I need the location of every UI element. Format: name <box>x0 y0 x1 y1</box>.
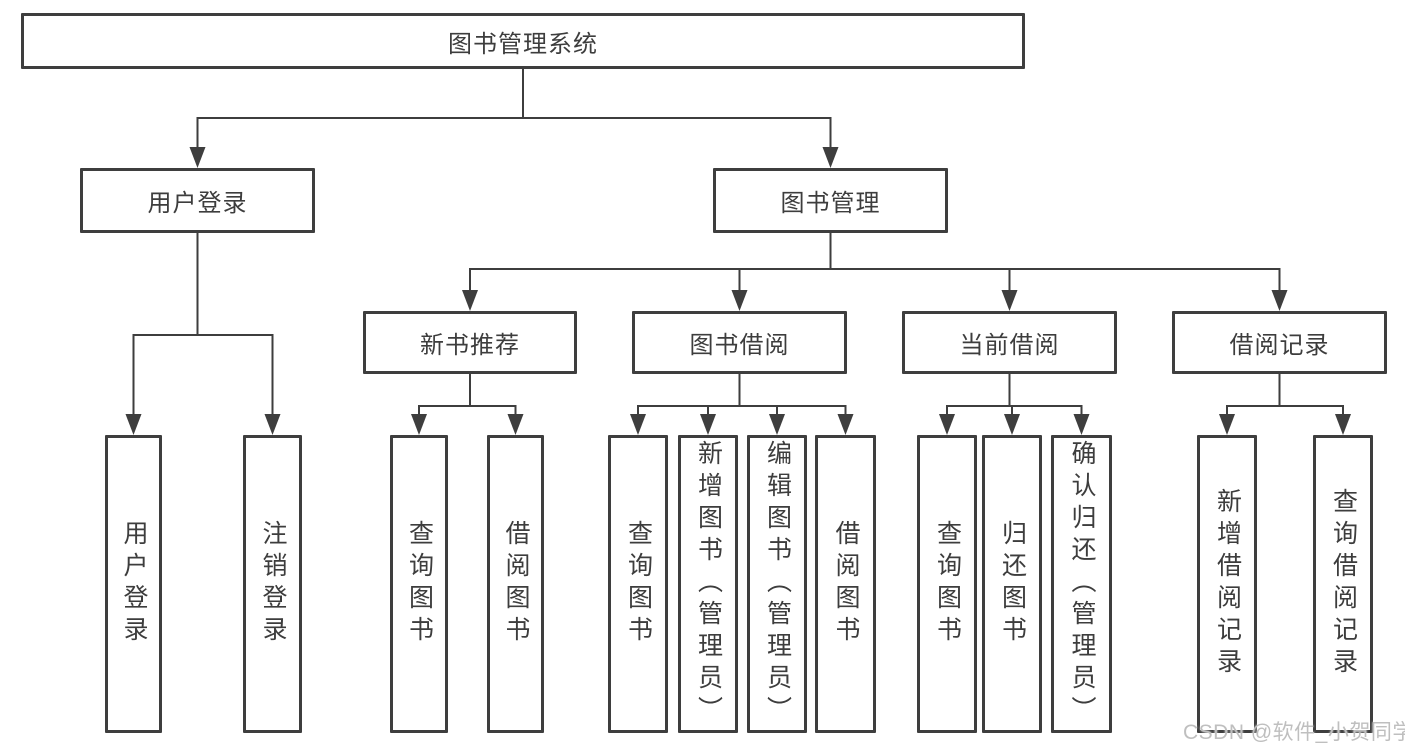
wires-borrow-records <box>1219 374 1351 435</box>
arrow-down-icon <box>1001 290 1018 311</box>
node-label: 图书管理 <box>780 190 881 217</box>
leaf-current-return-books: 归还图书 <box>982 435 1042 733</box>
arrow-down-icon <box>731 290 748 311</box>
wires-current-borrow <box>939 374 1090 435</box>
arrow-down-icon <box>939 414 955 435</box>
node-label: 当前借阅 <box>959 332 1060 359</box>
leaf-records-add-record: 新增借阅记录 <box>1197 435 1257 733</box>
node-label: 查询图书 <box>933 520 962 648</box>
node-label: 借阅记录 <box>1229 332 1330 359</box>
csdn-watermark: CSDN @软件_小贺同学 <box>1183 721 1405 744</box>
node-label: 图书借阅 <box>689 332 790 359</box>
arrow-down-icon <box>264 414 281 435</box>
leaf-borrow-edit-books-admin: 编辑图书（管理员） <box>747 435 807 733</box>
leaf-borrow-borrow-books: 借阅图书 <box>815 435 876 733</box>
node-label: 用户登录 <box>147 190 248 217</box>
node-book-management: 图书管理 <box>713 168 948 233</box>
node-book-borrow: 图书借阅 <box>632 311 847 374</box>
arrow-down-icon <box>837 414 854 435</box>
arrow-down-icon <box>125 414 142 435</box>
arrow-down-icon <box>1335 414 1351 435</box>
node-label: 新书推荐 <box>420 332 520 359</box>
leaf-borrow-query-books: 查询图书 <box>608 435 668 733</box>
arrow-down-icon <box>630 414 646 435</box>
node-borrow-records: 借阅记录 <box>1172 311 1387 374</box>
wires-book-management <box>462 233 1288 311</box>
arrow-down-icon <box>189 147 206 168</box>
node-label: 用户登录 <box>120 520 148 648</box>
node-label: 归还图书 <box>998 520 1027 648</box>
arrow-down-icon <box>462 290 478 311</box>
arrow-down-icon <box>1219 414 1235 435</box>
leaf-recommend-borrow-books: 借阅图书 <box>487 435 544 733</box>
node-label: 图书管理系统 <box>448 30 598 58</box>
arrow-down-icon <box>769 414 785 435</box>
node-new-book-recommend: 新书推荐 <box>363 311 577 374</box>
arrow-down-icon <box>822 147 839 168</box>
node-label: 借阅图书 <box>832 520 860 648</box>
arrow-down-icon <box>1004 414 1020 435</box>
node-label: 查询图书 <box>624 520 653 648</box>
leaf-recommend-query-books: 查询图书 <box>390 435 448 733</box>
leaf-records-query-record: 查询借阅记录 <box>1313 435 1373 733</box>
wires-new-book-recommend <box>411 374 524 435</box>
node-label: 编辑图书（管理员） <box>763 440 792 728</box>
node-label: 查询借阅记录 <box>1329 488 1358 680</box>
leaf-current-query-books: 查询图书 <box>917 435 977 733</box>
node-root: 图书管理系统 <box>21 13 1025 69</box>
leaf-user-login: 用户登录 <box>105 435 162 733</box>
node-label: 新增借阅记录 <box>1213 488 1242 680</box>
wires-root <box>189 69 839 168</box>
node-label: 注销登录 <box>259 520 287 648</box>
node-label: 新增图书（管理员） <box>694 440 723 728</box>
wires-user-login <box>125 233 281 435</box>
node-label: 借阅图书 <box>502 520 530 648</box>
arrow-down-icon <box>411 414 427 435</box>
arrow-down-icon <box>1073 414 1090 435</box>
node-label: 查询图书 <box>405 520 434 648</box>
node-current-borrow: 当前借阅 <box>902 311 1117 374</box>
wires-book-borrow <box>630 374 854 435</box>
arrow-down-icon <box>507 414 524 435</box>
arrow-down-icon <box>700 414 716 435</box>
arrow-down-icon <box>1271 290 1288 311</box>
leaf-logout: 注销登录 <box>243 435 302 733</box>
node-label: 确认归还（管理员） <box>1068 440 1096 728</box>
leaf-current-confirm-return-admin: 确认归还（管理员） <box>1051 435 1112 733</box>
node-user-login: 用户登录 <box>80 168 315 233</box>
leaf-borrow-add-books-admin: 新增图书（管理员） <box>678 435 738 733</box>
